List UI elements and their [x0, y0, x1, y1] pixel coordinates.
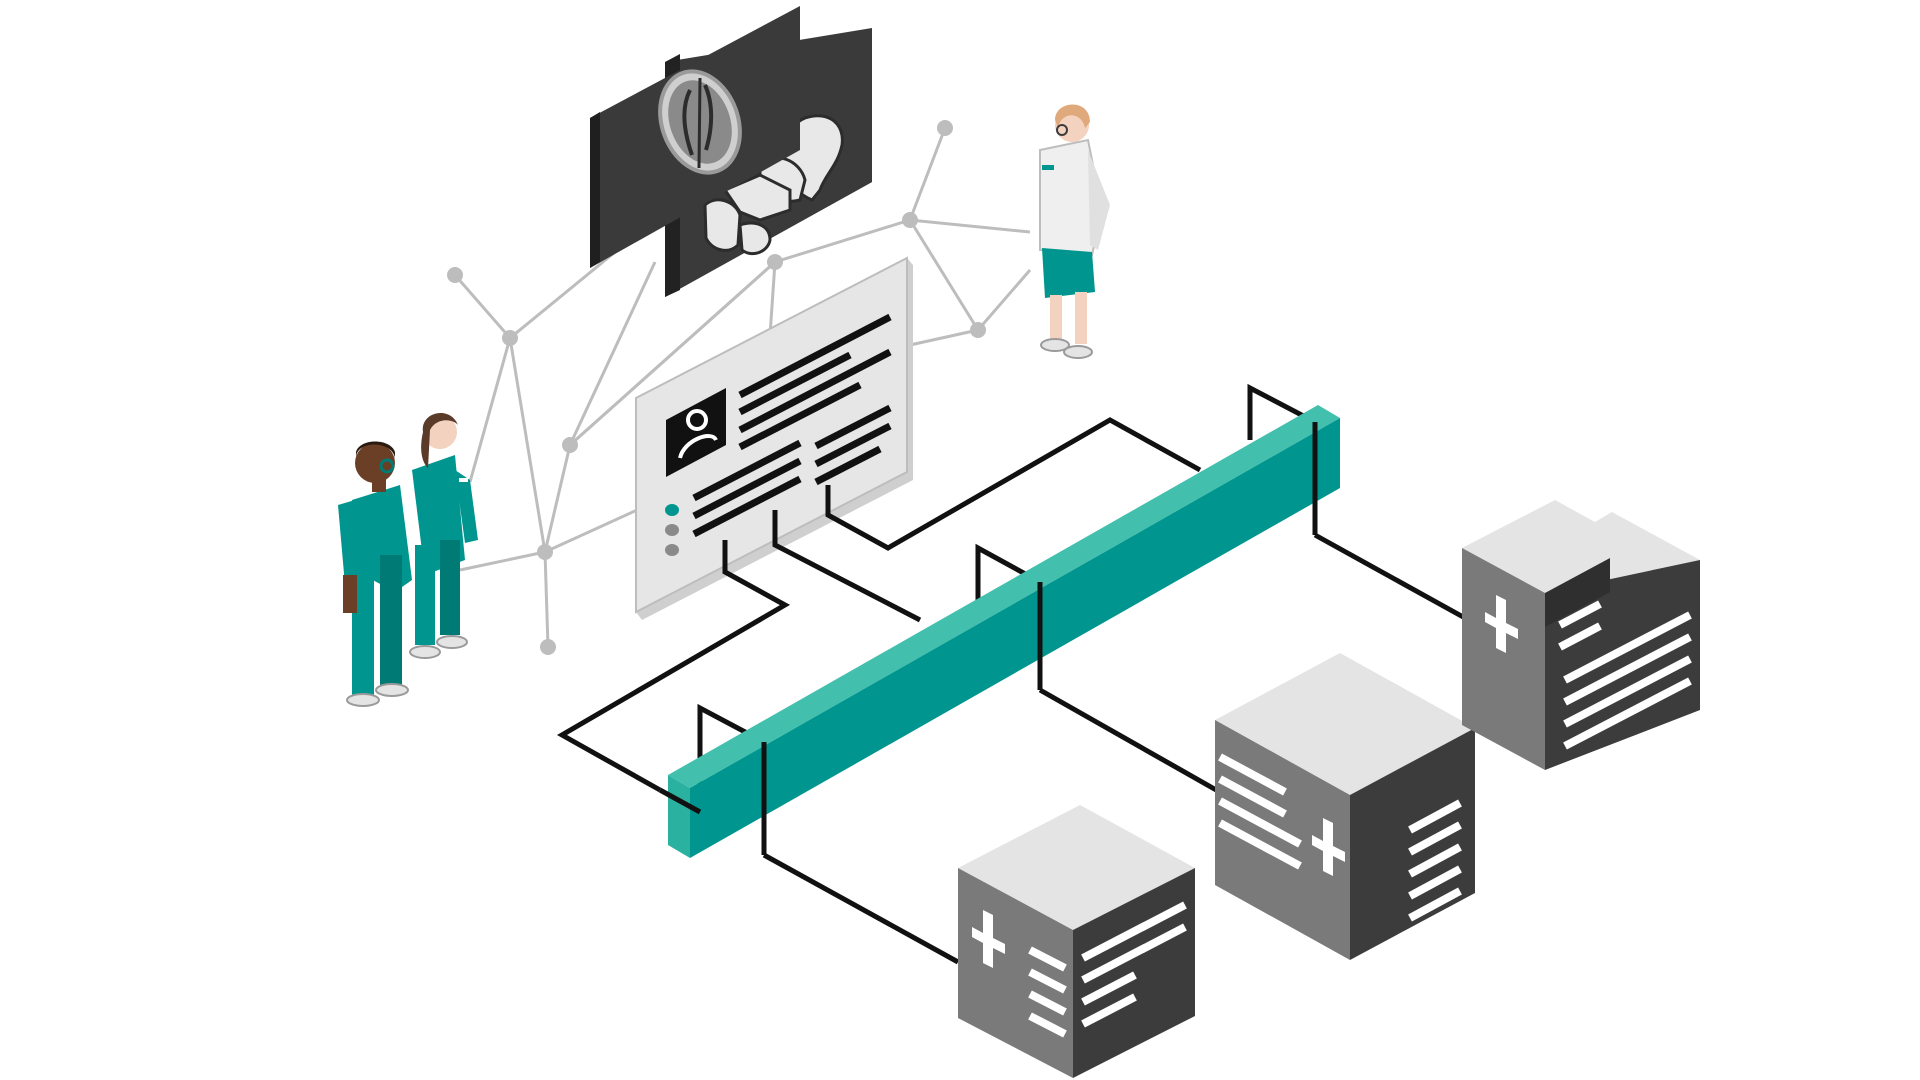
- patient-record-card: [635, 256, 913, 620]
- hospital-windows: [1218, 753, 1462, 922]
- clinician-male: [338, 441, 412, 707]
- record-status-dots: [665, 504, 679, 556]
- clinician-female: [409, 413, 478, 659]
- hospital-windows: [1028, 901, 1187, 1038]
- network-node: [562, 437, 578, 453]
- clinician-senior: [1039, 104, 1110, 359]
- status-dot-active: [665, 504, 679, 516]
- network-node: [447, 267, 463, 283]
- network-node: [537, 544, 553, 560]
- hospital-cross-icon: [1312, 818, 1345, 876]
- hospital-building-a: [958, 805, 1195, 1078]
- data-bus-bar: [668, 405, 1340, 858]
- network-node: [767, 254, 783, 270]
- hospital-cross-icon: [972, 910, 1005, 968]
- hospital-building-b: [1215, 653, 1475, 960]
- status-dot: [665, 544, 679, 556]
- network-node: [970, 322, 986, 338]
- hospital-cross-icon: [1485, 595, 1518, 653]
- imaging-screens: [590, 6, 872, 297]
- status-dot: [665, 524, 679, 536]
- hospital-building-c: [1462, 500, 1700, 770]
- patient-avatar-icon: [678, 409, 718, 459]
- network-node: [502, 330, 518, 346]
- record-text-lines: [692, 313, 892, 538]
- network-nodes: [447, 120, 986, 655]
- hospital-windows: [1558, 600, 1692, 750]
- network-node: [902, 212, 918, 228]
- network-node: [540, 639, 556, 655]
- brain-scan-icon: [658, 69, 742, 175]
- network-node: [937, 120, 953, 136]
